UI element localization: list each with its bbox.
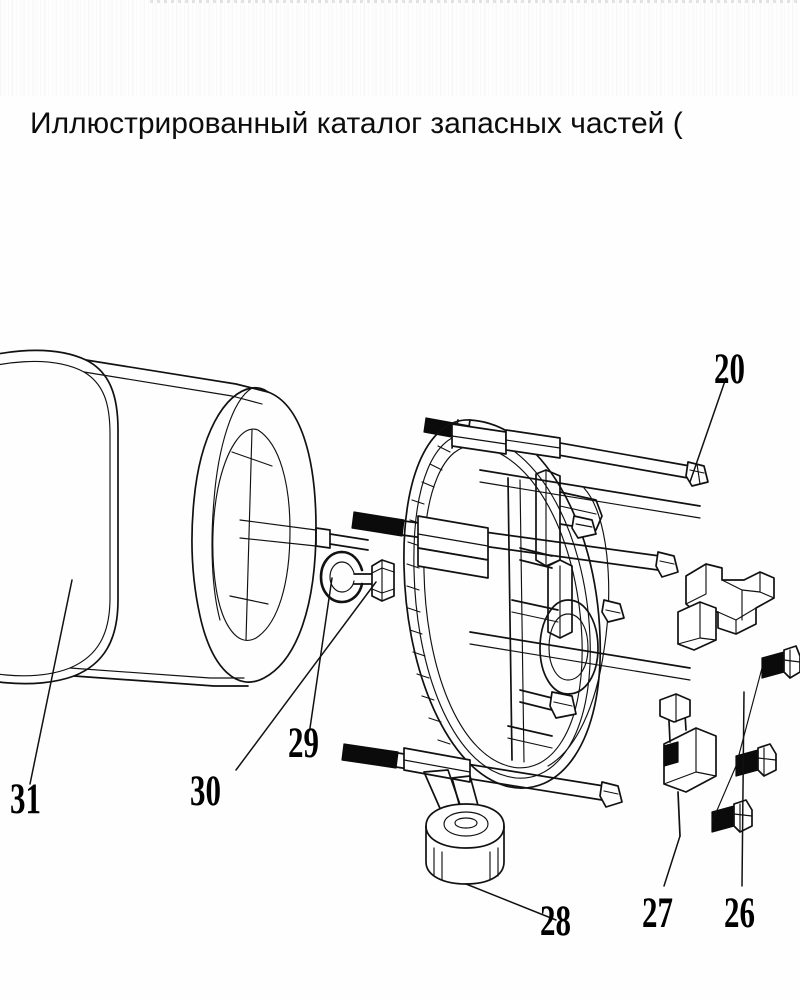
- part-hex-nut: [371, 559, 395, 602]
- callout-label-20: 20: [714, 346, 745, 393]
- callout-label-26: 26: [724, 890, 755, 937]
- part-washer-ring: [319, 550, 373, 604]
- leader-26: [741, 691, 745, 887]
- leader-31: [29, 579, 73, 785]
- page-title: Иллюстрированный каталог запасных частей…: [30, 107, 683, 140]
- callout-label-31: 31: [10, 776, 41, 823]
- callout-label-27: 27: [642, 890, 673, 937]
- leader-30: [235, 581, 377, 771]
- leader-20: [689, 377, 727, 483]
- callout-label-28: 28: [540, 898, 571, 945]
- leader-29: [309, 577, 333, 729]
- part-through-bolt-lower: [341, 743, 623, 808]
- callout-label-30: 30: [190, 768, 221, 815]
- part-brake-drum: [0, 349, 369, 687]
- band-lever-linkage: [507, 469, 610, 767]
- leader-28: [465, 883, 557, 921]
- part-actuator-bracket: [659, 693, 717, 837]
- part-mounting-bracket: [677, 563, 775, 651]
- part-bolt-nut-stack: [711, 645, 800, 833]
- part-through-bolt-middle: [351, 511, 679, 578]
- leader-27: [663, 835, 681, 887]
- part-brake-band-assembly: [403, 419, 701, 789]
- callout-label-29: 29: [288, 720, 319, 767]
- part-anchor-bracket: [423, 769, 505, 885]
- callout-leader-lines: [29, 377, 745, 921]
